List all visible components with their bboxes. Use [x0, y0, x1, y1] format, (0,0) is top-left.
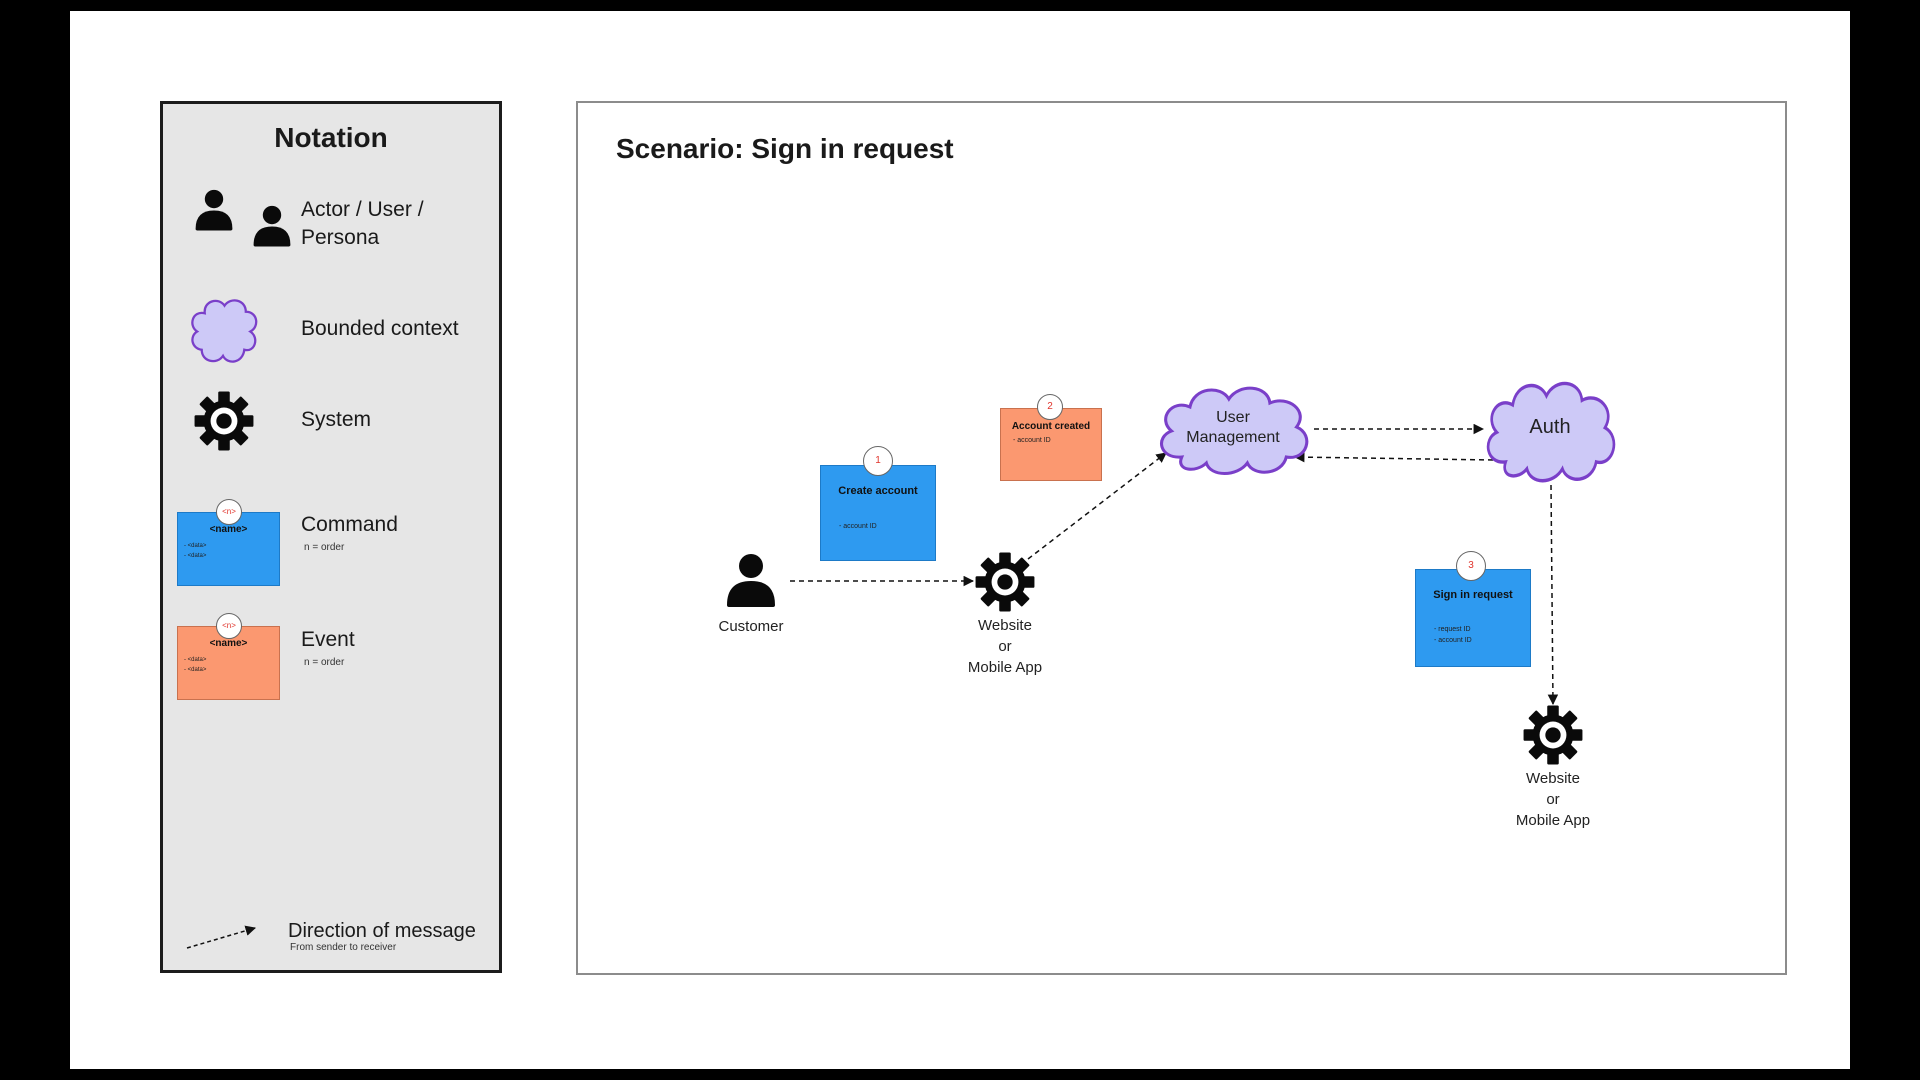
system2-label-line: Mobile App: [1515, 812, 1591, 829]
command-name: Sign in request: [1433, 589, 1513, 601]
legend-event-item: - <data>: [184, 667, 207, 673]
legend-command-item: - <data>: [184, 553, 207, 559]
legend-title: Notation: [274, 122, 388, 153]
scenario-title: Scenario: Sign in request: [616, 133, 954, 164]
command-order: 3: [1456, 551, 1486, 581]
legend-command-name: <name>: [209, 524, 248, 535]
system1-label-line: Website: [978, 617, 1032, 634]
command-sticky-sign-in-request: Sign in request - request ID - account I…: [1415, 569, 1531, 667]
gear-icon: [973, 550, 1037, 614]
person-icon: [249, 202, 295, 248]
legend-command-item: - <data>: [184, 543, 207, 549]
command-item: - request ID: [1434, 626, 1471, 633]
legend-event-item: - <data>: [184, 657, 207, 663]
legend-command-note: n = order: [304, 542, 345, 553]
system1-label-line: Mobile App: [967, 659, 1043, 676]
customer-label: Customer: [718, 618, 784, 635]
event-name: Account created: [1011, 421, 1091, 432]
user-management-label-line: User: [1216, 409, 1250, 426]
notation-legend: Notation Actor / User / Persona Bounded …: [160, 101, 502, 973]
legend-event-note: n = order: [304, 657, 345, 668]
legend-command-label: Command: [301, 513, 398, 536]
gear-icon: [1521, 703, 1585, 767]
legend-direction-label: Direction of message: [288, 920, 476, 942]
user-management-label: User Management: [1173, 408, 1293, 448]
system2-label-line: Website: [1526, 770, 1580, 787]
command-name: Create account: [838, 485, 918, 497]
scenario-frame: Scenario: Sign in request Customer Websi…: [576, 101, 1787, 975]
dashed-arrow-icon: [186, 925, 257, 949]
command-order: 1: [863, 446, 893, 476]
command-item: - account ID: [839, 523, 877, 530]
arrow-auth-to-app: [1547, 484, 1559, 706]
user-management-label-line: Management: [1186, 429, 1280, 446]
legend-command-order: <n>: [216, 499, 242, 525]
legend-event-sticky: <name> - <data> - <data>: [177, 626, 280, 700]
legend-bounded-context-label: Bounded context: [301, 317, 459, 340]
auth-label: Auth: [1529, 416, 1571, 438]
gear-icon: [192, 389, 256, 453]
command-sticky-create-account: Create account - account ID: [820, 465, 936, 561]
system2-label-line: or: [1546, 791, 1560, 808]
command-item: - account ID: [1434, 637, 1472, 644]
legend-event-label: Event: [301, 628, 355, 651]
legend-actor-label: Actor / User / Persona: [301, 198, 424, 249]
person-icon: [721, 549, 781, 609]
legend-event-order: <n>: [216, 613, 242, 639]
legend-direction-note: From sender to receiver: [290, 942, 397, 953]
legend-system-label: System: [301, 408, 372, 431]
system1-label-line: or: [998, 638, 1012, 655]
message-arrows: [790, 423, 1559, 706]
system1-label: Website or Mobile App: [955, 615, 1055, 678]
cloud-icon: [191, 299, 258, 363]
event-order: 2: [1037, 394, 1063, 420]
system2-label: Website or Mobile App: [1503, 768, 1603, 831]
legend-event-name: <name>: [209, 638, 248, 649]
arrow-app-to-user-management: [1027, 452, 1167, 560]
arrow-auth-to-user-management: [1293, 451, 1494, 463]
person-icon: [191, 186, 237, 232]
event-item: - account ID: [1013, 437, 1051, 444]
